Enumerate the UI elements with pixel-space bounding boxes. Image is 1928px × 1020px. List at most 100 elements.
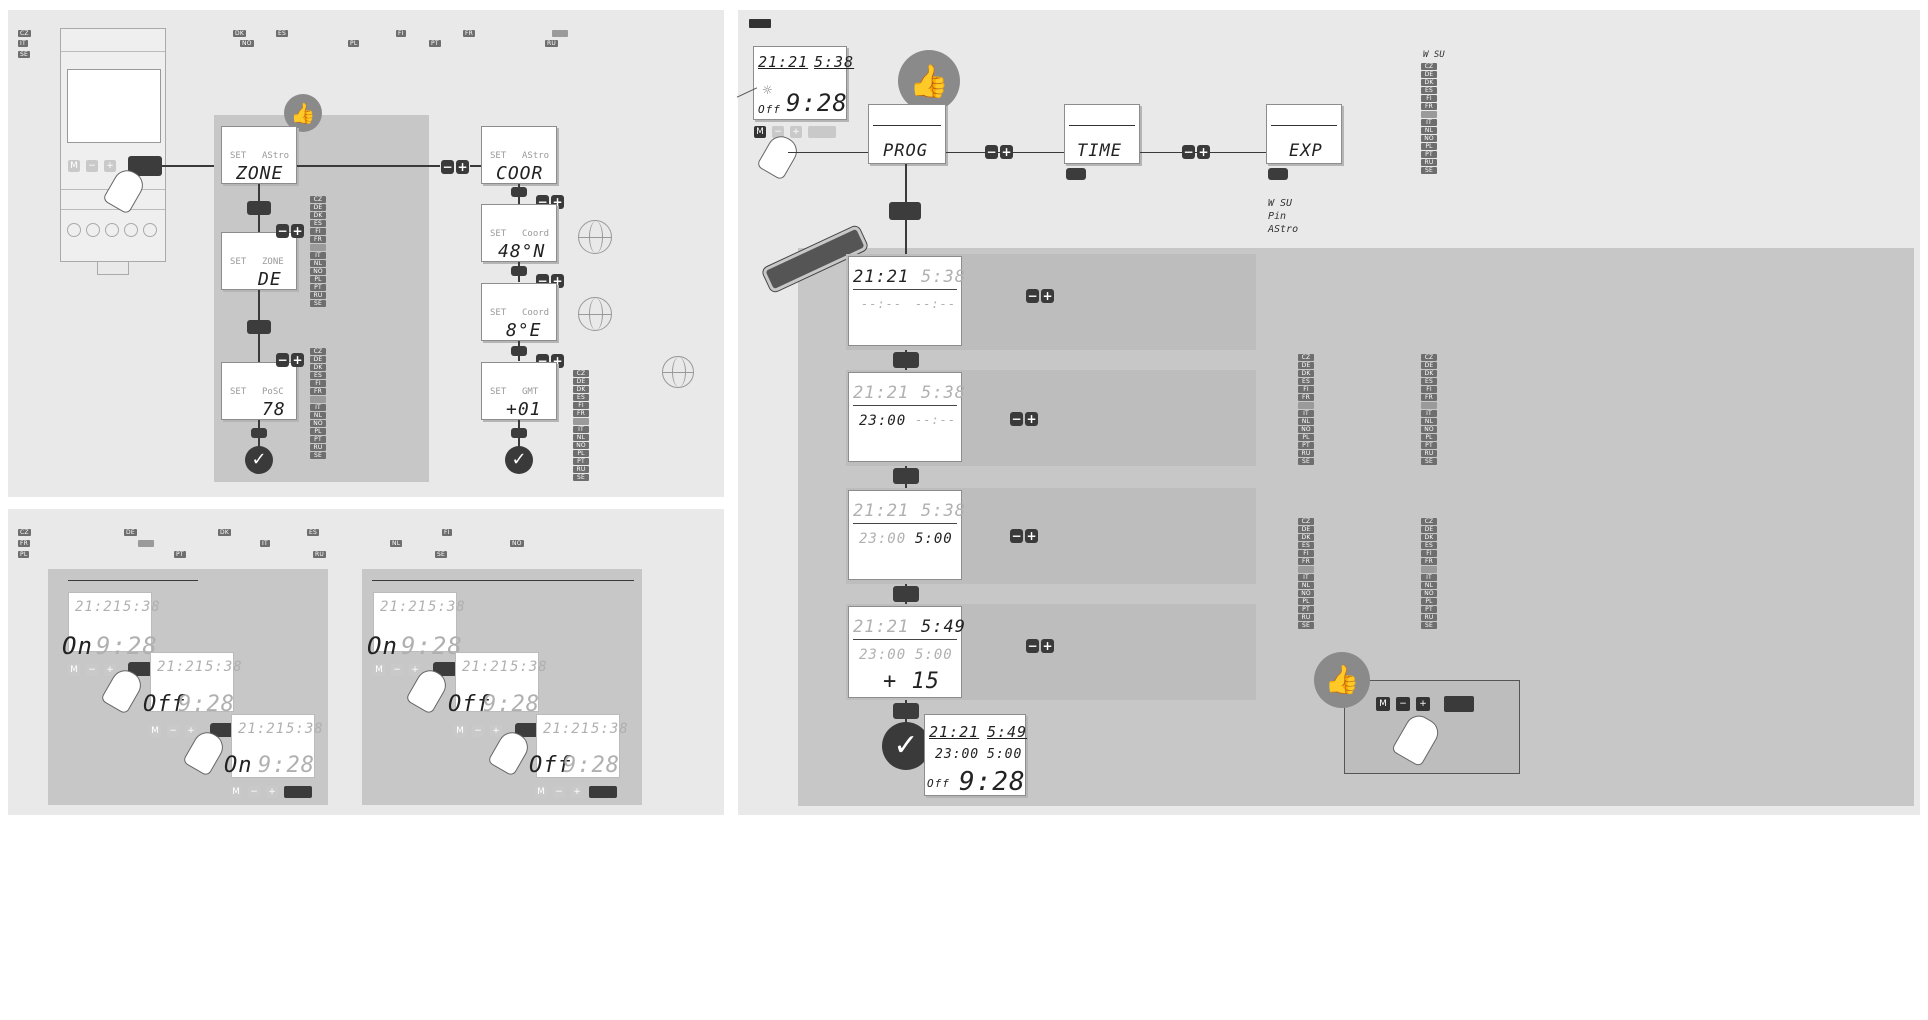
- m-button[interactable]: M: [1376, 697, 1390, 711]
- ok-button[interactable]: [247, 201, 271, 215]
- state-label: On: [62, 632, 93, 660]
- lang-tag: NL: [1298, 418, 1314, 425]
- minus-button[interactable]: −: [391, 664, 403, 676]
- minus-icon[interactable]: −: [276, 353, 289, 367]
- m-button[interactable]: M: [68, 160, 80, 172]
- plus-icon[interactable]: +: [1041, 289, 1054, 303]
- lang-tag: SE: [310, 452, 326, 459]
- ok-button[interactable]: [893, 703, 919, 719]
- minus-icon[interactable]: −: [276, 224, 289, 238]
- ok-button[interactable]: [284, 786, 312, 798]
- minus-button[interactable]: −: [86, 664, 98, 676]
- lcd-coord-label: Coord: [522, 308, 550, 318]
- plus-icon[interactable]: +: [1000, 145, 1013, 159]
- lang-tag: SE: [1298, 458, 1314, 465]
- ok-button[interactable]: [1444, 696, 1474, 712]
- m-button[interactable]: M: [68, 664, 80, 676]
- plus-icon[interactable]: +: [291, 353, 304, 367]
- language-list: CZ DE DK ES FI FR IT NL NO PL PT RU SE: [310, 348, 326, 459]
- state-time: 9:28: [258, 753, 315, 778]
- plus-button[interactable]: +: [409, 664, 421, 676]
- lang-tag: IT: [1298, 410, 1314, 417]
- plus-button[interactable]: +: [490, 725, 502, 737]
- plus-button[interactable]: +: [266, 786, 278, 798]
- lang-tag: PL: [310, 428, 326, 435]
- m-button[interactable]: M: [373, 664, 385, 676]
- lang-tag: SE: [435, 551, 447, 558]
- ok-button[interactable]: [893, 468, 919, 484]
- plus-button[interactable]: +: [185, 725, 197, 737]
- plus-button[interactable]: +: [1416, 697, 1430, 711]
- plus-icon[interactable]: +: [1041, 639, 1054, 653]
- state-label: On: [367, 632, 398, 660]
- ok-button[interactable]: [1066, 168, 1086, 180]
- ok-button[interactable]: [893, 352, 919, 368]
- ok-button[interactable]: [511, 266, 527, 276]
- minus-icon[interactable]: −: [1026, 289, 1039, 303]
- m-button[interactable]: M: [535, 786, 547, 798]
- lang-tag: PL: [348, 40, 360, 47]
- lang-tag: PL: [573, 450, 589, 457]
- minus-icon[interactable]: −: [1010, 529, 1023, 543]
- lcd-time-left: 21:21: [853, 267, 910, 287]
- minus-icon[interactable]: −: [985, 145, 998, 159]
- lang-tag: RU: [545, 40, 558, 47]
- lang-tag: DE: [1298, 526, 1314, 533]
- plus-button[interactable]: +: [104, 664, 116, 676]
- ok-button[interactable]: [893, 586, 919, 602]
- m-button[interactable]: M: [454, 725, 466, 737]
- lcd-main-text: 48°N: [498, 241, 546, 262]
- minus-button[interactable]: −: [167, 725, 179, 737]
- ok-button[interactable]: [210, 723, 234, 737]
- minus-icon[interactable]: −: [441, 160, 454, 174]
- lang-tag: PL: [1421, 434, 1437, 441]
- ok-button[interactable]: [1268, 168, 1288, 180]
- ok-button[interactable]: [515, 723, 539, 737]
- plus-icon[interactable]: +: [456, 160, 469, 174]
- minus-button[interactable]: −: [553, 786, 565, 798]
- menu-time: TIME: [1064, 104, 1140, 164]
- minus-button[interactable]: −: [1396, 697, 1410, 711]
- lang-tag: CZ: [1298, 354, 1314, 361]
- ok-button-highlight[interactable]: [128, 156, 162, 176]
- plus-button[interactable]: +: [790, 126, 802, 138]
- m-button[interactable]: M: [149, 725, 161, 737]
- minus-icon[interactable]: −: [1182, 145, 1195, 159]
- lcd-step: 21:21 5:49 23:00 5:00 + 15: [848, 606, 965, 698]
- minus-plus-pair: −+: [276, 353, 304, 367]
- ok-button[interactable]: [251, 428, 267, 438]
- device-screen: [67, 69, 161, 143]
- lang-tag: NL: [310, 412, 326, 419]
- plus-icon[interactable]: +: [291, 224, 304, 238]
- ok-button[interactable]: [889, 202, 921, 220]
- minus-icon[interactable]: −: [1026, 639, 1039, 653]
- m-button[interactable]: M: [754, 126, 766, 138]
- minus-button[interactable]: −: [472, 725, 484, 737]
- lang-tag: RU: [1421, 614, 1437, 621]
- plus-icon[interactable]: +: [1025, 412, 1038, 426]
- lang-tag: NO: [510, 540, 524, 547]
- plus-icon[interactable]: +: [1197, 145, 1210, 159]
- lang-tag: SE: [310, 300, 326, 307]
- ok-button[interactable]: [511, 187, 527, 197]
- ok-button[interactable]: [511, 346, 527, 356]
- lang-tag: CZ: [573, 370, 589, 377]
- lang-tag-blank: [1298, 402, 1314, 409]
- minus-button[interactable]: −: [86, 160, 98, 172]
- menu-label: PROG: [883, 141, 928, 161]
- lang-tag: PL: [310, 276, 326, 283]
- wsu-label: W SU: [1423, 50, 1445, 60]
- ok-button[interactable]: [589, 786, 617, 798]
- minus-button[interactable]: −: [248, 786, 260, 798]
- ok-button[interactable]: [511, 428, 527, 438]
- m-button[interactable]: M: [230, 786, 242, 798]
- minus-icon[interactable]: −: [1010, 412, 1023, 426]
- minus-plus-pair: −+: [1010, 529, 1038, 543]
- plus-button[interactable]: +: [104, 160, 116, 172]
- plus-icon[interactable]: +: [1025, 529, 1038, 543]
- ok-button[interactable]: [808, 126, 836, 138]
- lang-tag: PL: [1421, 143, 1437, 150]
- plus-button[interactable]: +: [571, 786, 583, 798]
- ok-button[interactable]: [247, 320, 271, 334]
- connector-line: [162, 165, 222, 167]
